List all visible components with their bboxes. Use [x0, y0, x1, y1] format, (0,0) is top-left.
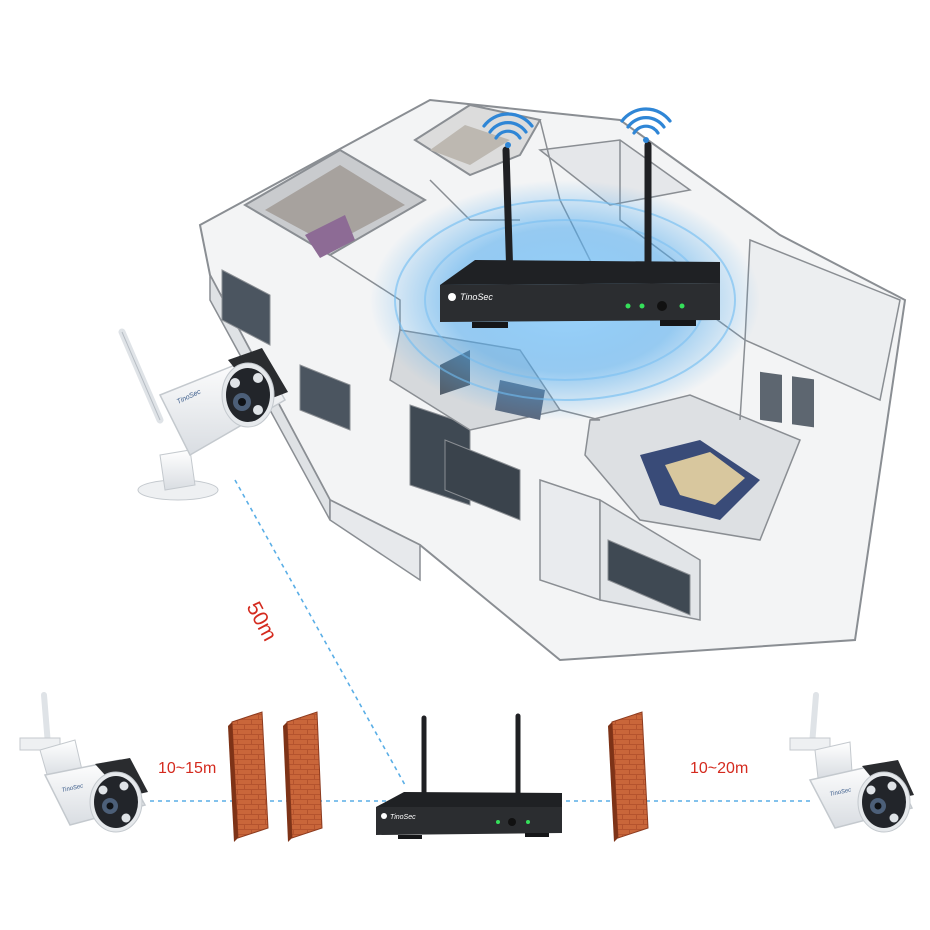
nvr-brand-label: TinoSec — [460, 292, 493, 302]
wifi-signal-icon — [482, 112, 534, 148]
camera-brand-label: TinoSec — [829, 788, 852, 798]
brick-wall-icon — [283, 711, 323, 842]
wifi-signal-icon — [620, 107, 672, 143]
camera-icon: TinoSec — [118, 328, 288, 501]
diagonal-link-line — [234, 479, 406, 786]
camera-brand-label: TinoSec — [61, 784, 84, 794]
brick-wall-icon — [228, 711, 269, 842]
distance-label-left: 10~15m — [158, 760, 217, 777]
nvr-icon: TinoSec — [376, 713, 562, 839]
distance-label-right: 10~20m — [690, 760, 749, 777]
nvr-icon: TinoSec — [440, 141, 720, 328]
brick-wall-icon — [608, 711, 649, 842]
camera-icon: TinoSec — [19, 692, 148, 833]
nvr-brand-label: TinoSec — [390, 814, 416, 821]
camera-icon: TinoSec — [789, 692, 914, 833]
